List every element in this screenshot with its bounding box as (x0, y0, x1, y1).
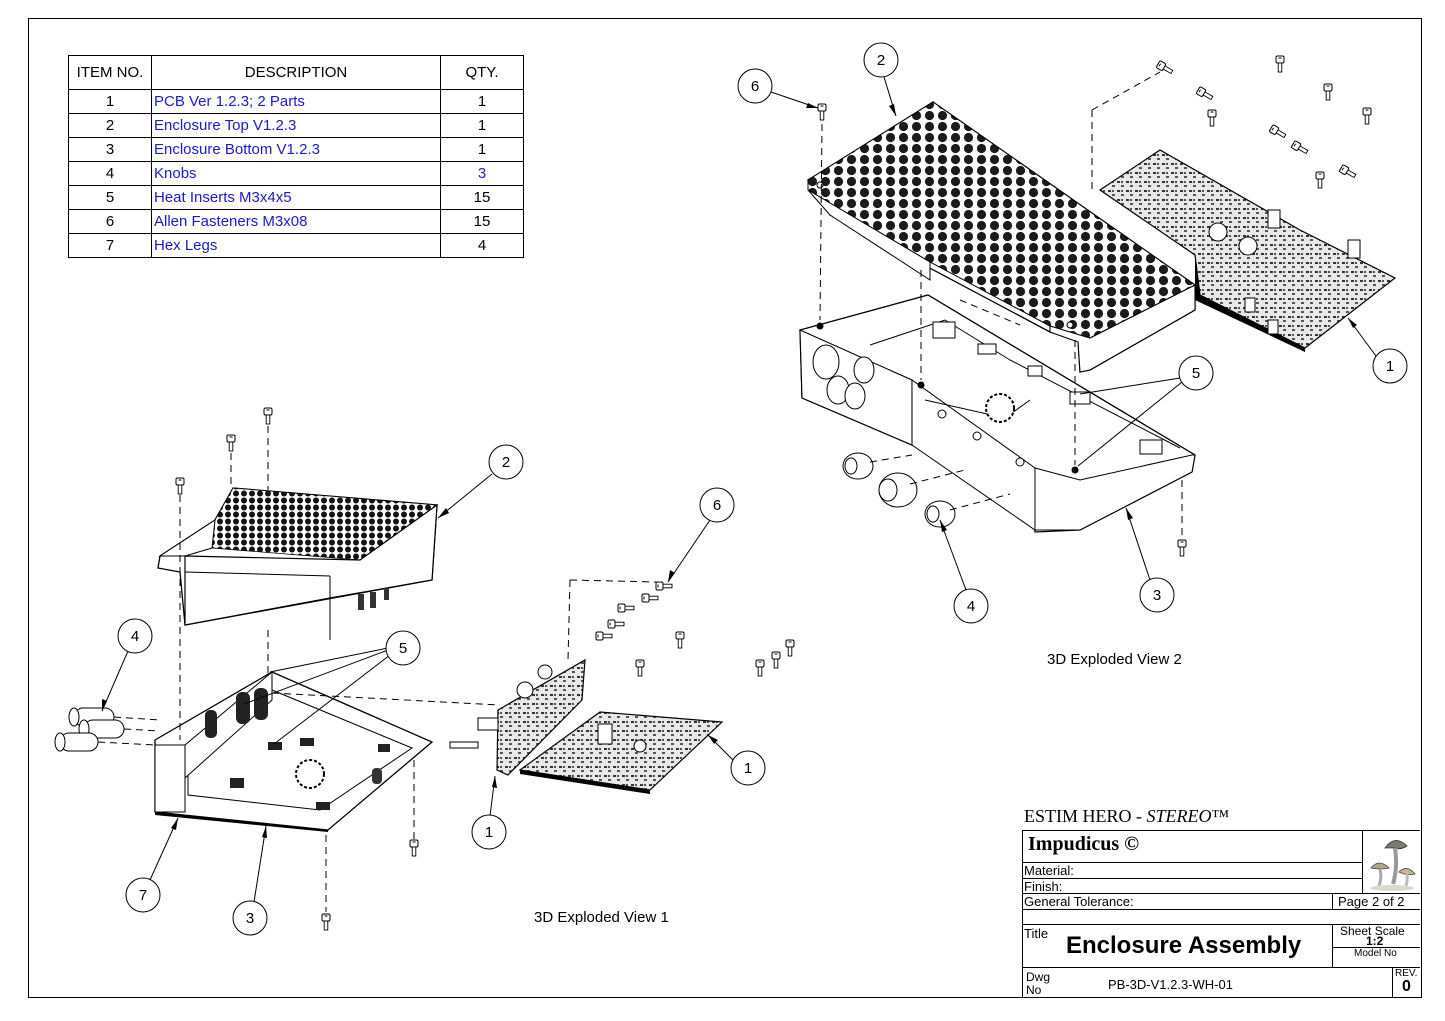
bom-row: 4 Knobs 3 (68, 161, 524, 186)
balloon-label: 4 (131, 628, 139, 645)
product-name: ESTIM HERO - STEREO™ (1024, 806, 1229, 827)
bom-qty: 1 (440, 137, 524, 162)
mushroom-logo-icon (1370, 840, 1416, 891)
tolerance-label: General Tolerance: (1024, 894, 1134, 909)
bom-description: Heat Inserts M3x4x5 (151, 185, 441, 210)
bom-description: Enclosure Bottom V1.2.3 (151, 137, 441, 162)
bom-row: 1 PCB Ver 1.2.3; 2 Parts 1 (68, 89, 524, 114)
view2-pcb (1098, 149, 1397, 352)
view2-hidden-lines (819, 71, 1183, 540)
view1-knobs (54, 707, 125, 752)
balloon-label: 2 (877, 52, 885, 69)
view1-label: 3D Exploded View 1 (534, 909, 669, 926)
balloon-item-4: 4 (101, 618, 153, 712)
balloon-label: 1 (744, 760, 752, 777)
dwg-label-line2: No (1026, 983, 1042, 997)
drawing-number: PB-3D-V1.2.3-WH-01 (1108, 977, 1233, 992)
balloon-item-1-main: 1 (707, 734, 766, 786)
dwg-label-line1: Dwg (1026, 970, 1051, 984)
bom-header-description: DESCRIPTION (151, 55, 441, 90)
balloon-label: 5 (399, 640, 407, 657)
title-block: Impudicus © Material: Finish: General To… (1022, 830, 1420, 998)
rev-label: REV. (1395, 968, 1418, 979)
bom-qty: 4 (440, 233, 524, 258)
balloon-item-2: 2 (437, 444, 524, 519)
balloon-label: 2 (502, 454, 510, 471)
balloon-v2-item-3: 3 (1125, 507, 1175, 613)
balloon-v2-item-4: 4 (939, 519, 989, 624)
view1-pcb-front (449, 658, 586, 776)
balloon-v2-item-5: 5 (1077, 355, 1214, 467)
balloon-label: 3 (246, 910, 254, 927)
view1-pcb-main (518, 711, 724, 794)
balloon-item-5: 5 (243, 630, 421, 745)
balloon-item-1-front: 1 (471, 775, 507, 850)
view2-label: 3D Exploded View 2 (1047, 651, 1182, 668)
balloon-v2-item-1: 1 (1347, 317, 1408, 384)
rev-value: 0 (1402, 978, 1411, 995)
view1-enclosure-bottom (154, 670, 434, 832)
balloon-v2-item-6: 6 (737, 68, 819, 109)
product-name-italic: STEREO (1146, 806, 1212, 826)
material-label: Material: (1024, 863, 1074, 878)
bill-of-materials-table: ITEM NO. DESCRIPTION QTY. 1 PCB Ver 1.2.… (68, 55, 524, 258)
bom-header-row: ITEM NO. DESCRIPTION QTY. (68, 55, 524, 90)
balloon-label: 1 (1386, 358, 1394, 375)
product-name-text: ESTIM HERO - (1024, 806, 1147, 826)
trademark-symbol: ™ (1211, 806, 1230, 826)
balloon-item-3: 3 (232, 825, 268, 936)
bom-row: 3 Enclosure Bottom V1.2.3 1 (68, 137, 524, 162)
balloon-label: 5 (1192, 365, 1200, 382)
view2-enclosure-top (806, 101, 1196, 373)
bom-qty: 1 (440, 89, 524, 114)
view1-enclosure-top (157, 487, 439, 640)
view1-screws (175, 407, 795, 931)
view2-enclosure-bottom (799, 294, 1196, 533)
balloon-label: 4 (967, 598, 975, 615)
balloon-label: 6 (713, 497, 721, 514)
page-number: Page 2 of 2 (1338, 894, 1405, 909)
balloon-label: 3 (1153, 587, 1161, 604)
bom-item-no: 7 (68, 233, 152, 258)
sheet-scale-label: Sheet Scale (1340, 924, 1405, 938)
sheet-scale-value: 1:2 (1366, 934, 1384, 948)
callout-balloons: 2 4 5 6 1 (101, 42, 1408, 936)
bom-item-no: 5 (68, 185, 152, 210)
title-label: Title (1024, 926, 1049, 941)
bom-row: 5 Heat Inserts M3x4x5 15 (68, 185, 524, 210)
bom-qty: 1 (440, 113, 524, 138)
drawing-title: Enclosure Assembly (1066, 932, 1302, 959)
company-name: Impudicus © (1028, 833, 1140, 855)
bom-header-qty: QTY. (440, 55, 524, 90)
bom-row: 2 Enclosure Top V1.2.3 1 (68, 113, 524, 138)
bom-description: Enclosure Top V1.2.3 (151, 113, 441, 138)
bom-row: 7 Hex Legs 4 (68, 233, 524, 258)
drawing-border (28, 18, 1422, 998)
model-no-label: Model No (1354, 948, 1397, 959)
bom-item-no: 2 (68, 113, 152, 138)
bom-description: Knobs (151, 161, 441, 186)
balloon-label: 1 (485, 824, 493, 841)
balloon-label: 6 (751, 78, 759, 95)
balloon-v2-item-2: 2 (863, 42, 899, 117)
balloon-label: 7 (139, 887, 147, 904)
view2-knobs (842, 452, 956, 528)
finish-label: Finish: (1024, 879, 1063, 894)
balloon-item-7: 7 (125, 817, 179, 913)
balloon-item-6: 6 (667, 487, 735, 583)
view1-hidden-lines (97, 426, 657, 912)
